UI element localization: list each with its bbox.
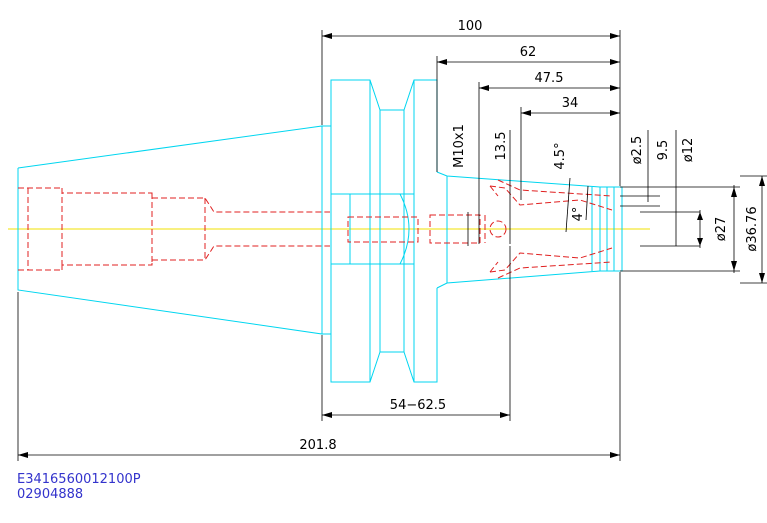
dim-dia-36-76: ø36.76 <box>745 206 760 251</box>
dim-9-5: 9.5 <box>656 140 671 161</box>
part-code-line-2: 02904888 <box>17 487 84 502</box>
taper-shank-outline <box>17 125 323 335</box>
dimension-lines <box>17 30 767 461</box>
dimension-arrowheads <box>18 33 765 458</box>
hidden-bore-lines <box>18 179 613 279</box>
dim-angle-4: 4° <box>571 207 586 222</box>
dim-34: 34 <box>562 96 579 111</box>
dim-angle-4-5: 4.5° <box>553 142 568 169</box>
dim-13-5: 13.5 <box>494 132 509 161</box>
part-code-line-1: E3416560012100P <box>17 472 141 487</box>
nose-outline <box>436 171 623 289</box>
dim-47-5: 47.5 <box>535 71 564 86</box>
dim-dia-27: ø27 <box>714 217 729 242</box>
dim-dia-2-5: ø2.5 <box>630 136 645 165</box>
dim-54-62-5: 54−62.5 <box>390 398 446 413</box>
flange-outline <box>322 79 438 383</box>
dim-62: 62 <box>520 45 537 60</box>
dim-100: 100 <box>458 19 483 34</box>
dim-thread-m10x1: M10x1 <box>452 124 467 168</box>
dim-dia-12: ø12 <box>681 138 696 163</box>
dim-201-8: 201.8 <box>299 438 336 453</box>
